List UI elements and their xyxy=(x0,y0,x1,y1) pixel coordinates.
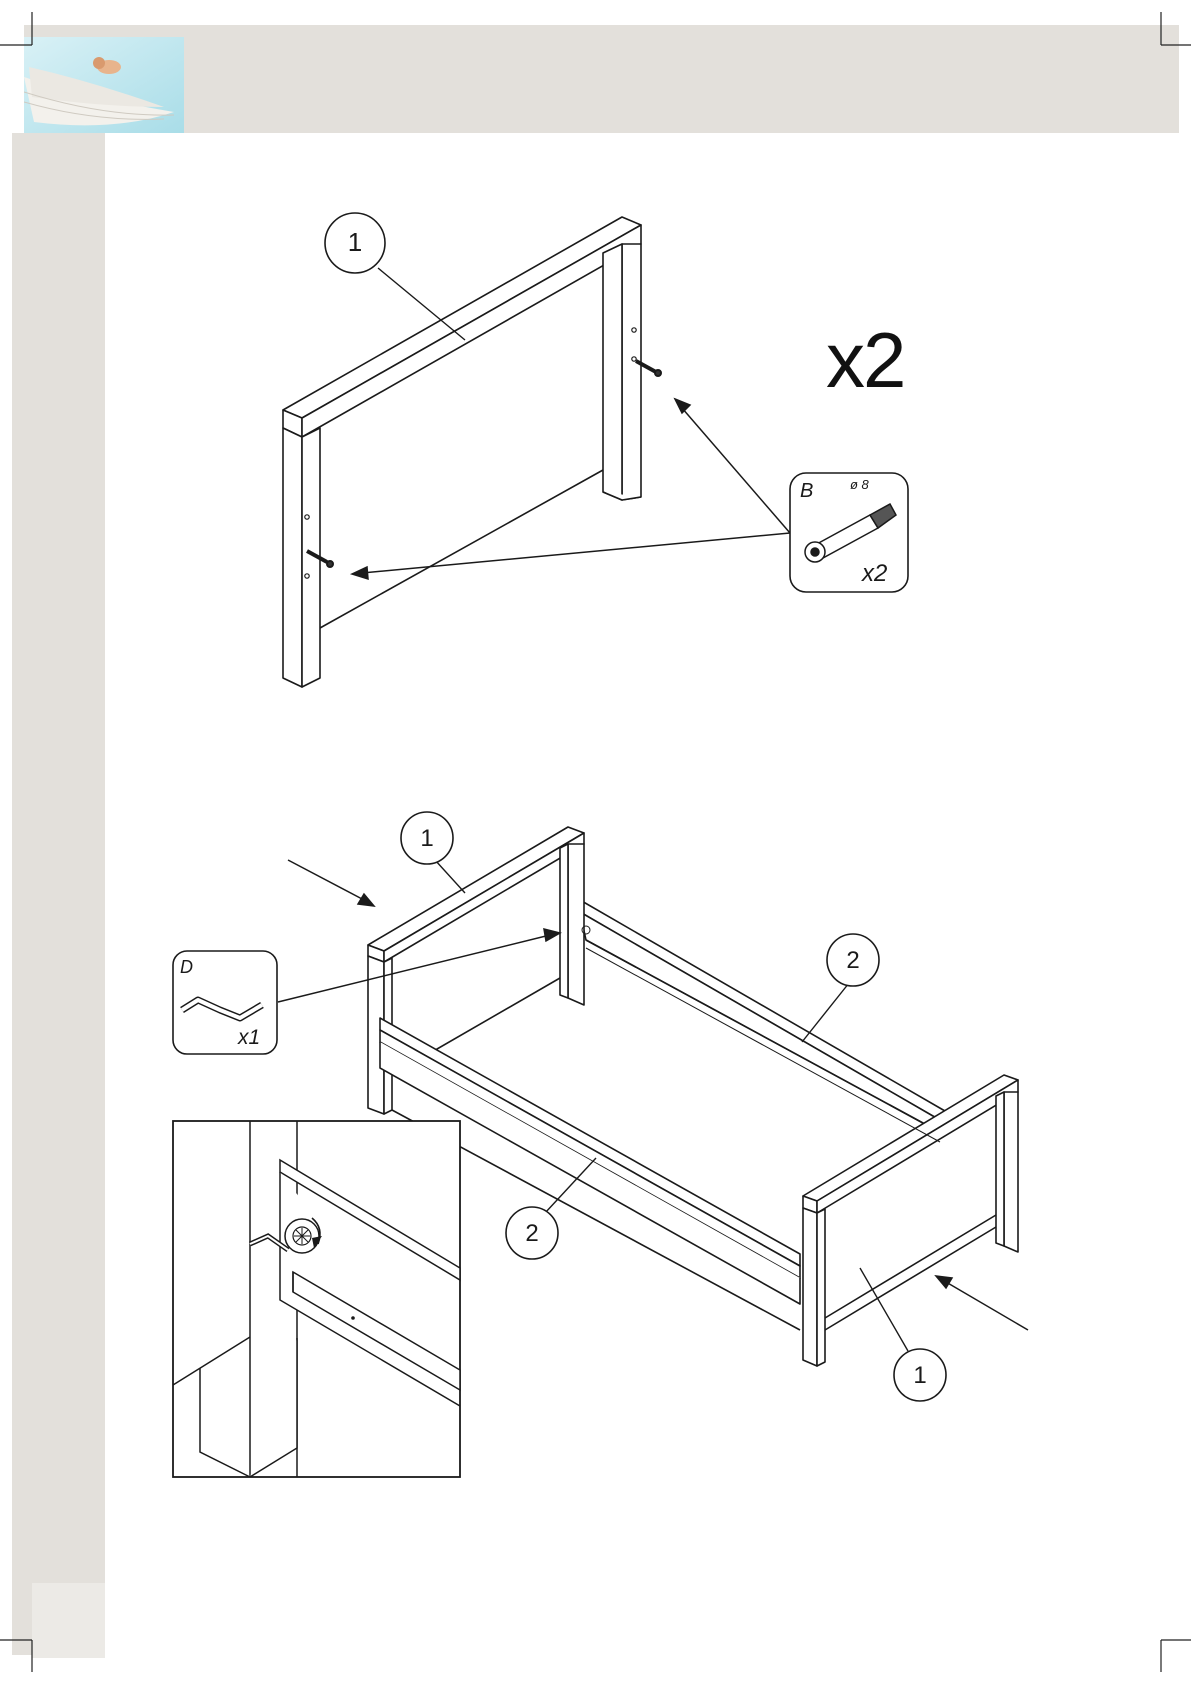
step2-headboard-label: 1 xyxy=(400,825,454,853)
detail-inset xyxy=(173,1121,460,1477)
side-rail-back xyxy=(580,900,945,1123)
tool-quantity: x1 xyxy=(238,1026,260,1050)
step2-footboard-label: 1 xyxy=(893,1362,947,1390)
step2-rail-back-label: 2 xyxy=(826,947,880,975)
step2-rail-front-label: 2 xyxy=(505,1220,559,1248)
tool-code: D xyxy=(180,957,193,978)
